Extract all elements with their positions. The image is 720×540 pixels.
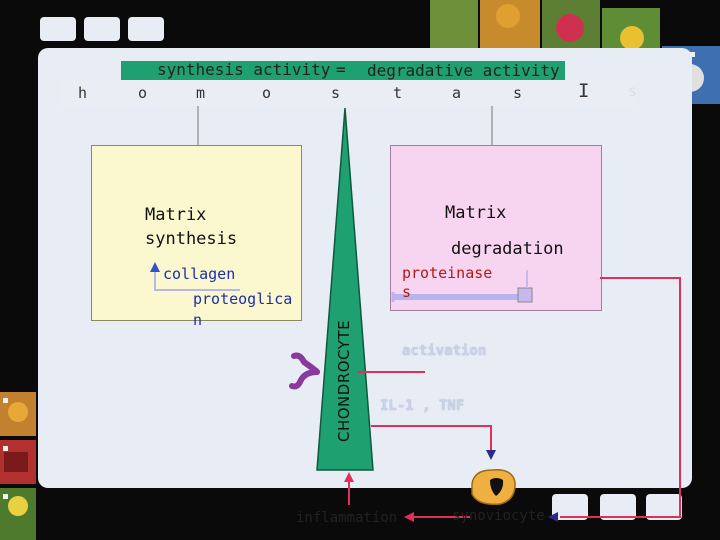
- header-letter: a: [452, 84, 462, 102]
- synoviocyte-arrowhead: [404, 512, 414, 522]
- synthesis-title-line1: Matrix: [145, 205, 207, 225]
- synthesis-item-proteoglican-cont: n: [193, 311, 203, 329]
- degradation-title-line1: Matrix: [445, 203, 507, 223]
- synthesis-inhibit-line: [154, 270, 240, 291]
- inflammation-label: inflammation: [296, 510, 398, 526]
- synthesis-title-line2: synthesis: [145, 229, 238, 249]
- right-feedback-loop: [560, 277, 681, 518]
- matrix-degradation-box: [390, 145, 602, 311]
- degradation-title-line2: degradation: [451, 239, 564, 259]
- activation-label: activation: [402, 343, 487, 359]
- inflammation-arrowhead: [344, 472, 354, 482]
- receptor-shape: [289, 352, 321, 390]
- header-synthesis-activity: synthesis activity: [157, 60, 331, 79]
- header-letter: o: [262, 84, 272, 102]
- header-letter: o: [138, 84, 148, 102]
- cytokine-arrow: [371, 425, 492, 452]
- header-letter-strip: [60, 80, 635, 106]
- header-letter: I: [578, 80, 590, 102]
- loop-arrowhead: [548, 512, 558, 522]
- synoviocyte-label: synoviocyte: [452, 508, 545, 524]
- header-bar: [121, 61, 565, 80]
- lavender-arrow-head-square: [517, 287, 533, 303]
- synthesis-item-collagen: collagen: [163, 265, 236, 283]
- degradation-item-proteinases: proteinase: [402, 264, 493, 282]
- blue-arrowhead: [150, 262, 160, 272]
- degradation-item-proteinases-cont: s: [402, 283, 412, 301]
- header-letter: s: [628, 82, 638, 100]
- synoviocyte-nucleus: [490, 478, 504, 496]
- matrix-synthesis-box: [91, 145, 302, 321]
- lavender-feedback-line: [392, 290, 530, 300]
- header-letter: t: [393, 84, 403, 102]
- header-letter: h: [78, 84, 88, 102]
- header-equals-sign: =: [336, 60, 346, 79]
- cytokines-label: IL-1 , TNF: [380, 398, 465, 414]
- chondrocyte-label: CHONDROCYTE: [335, 319, 353, 442]
- cytokine-arrowhead: [486, 450, 496, 460]
- header-degradative-activity: degradative activity: [367, 61, 560, 80]
- header-letter: s: [331, 84, 341, 102]
- chondrocyte-wedge: [316, 107, 374, 471]
- header-letter: s: [513, 84, 523, 102]
- synthesis-item-proteoglican: proteoglica: [193, 290, 293, 308]
- header-letter: m: [196, 84, 206, 102]
